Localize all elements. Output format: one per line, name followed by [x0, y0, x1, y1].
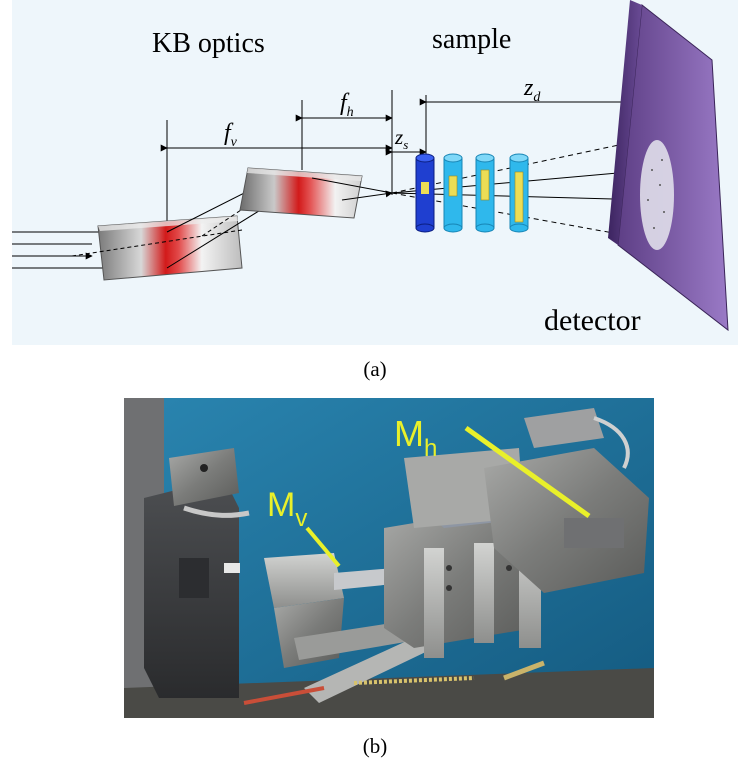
- sample-capillary-1: [415, 153, 435, 233]
- mv-pointer-line: [305, 526, 341, 568]
- detector-label: detector: [544, 304, 641, 337]
- sample-capillary-4: [509, 153, 529, 233]
- dimension-fh: [295, 100, 393, 170]
- kb-optics-schematic: KB optics sample fv fh zs zd: [12, 0, 738, 345]
- vertical-mirror: [97, 215, 243, 281]
- horizontal-mirror-assembly: [404, 408, 649, 593]
- sample-capillary-3: [475, 153, 495, 233]
- diffraction-spot: [640, 140, 674, 250]
- left-mount-block: [144, 448, 250, 698]
- vertical-mirror-assembly: [264, 553, 454, 703]
- sample-capillary-2: [443, 153, 463, 233]
- mv-label: Mv: [267, 486, 307, 532]
- mh-pointer-line: [464, 425, 591, 519]
- dimension-zs: [385, 95, 427, 160]
- kb-optics-title: KB optics: [152, 28, 265, 59]
- label-zd: zd: [523, 75, 541, 105]
- dimension-fv: [160, 90, 393, 225]
- mh-label: Mh: [394, 413, 437, 462]
- label-zs: zs: [394, 125, 408, 152]
- label-fv: fv: [224, 120, 238, 150]
- kb-mirror-photo: Mh Mv: [124, 398, 654, 718]
- label-fh: fh: [340, 90, 354, 120]
- horizontal-mirror: [239, 167, 363, 219]
- detector-plate: [608, 0, 729, 332]
- caption-b: (b): [362, 734, 388, 758]
- sample-title: sample: [432, 24, 511, 55]
- caption-a: (a): [363, 357, 387, 381]
